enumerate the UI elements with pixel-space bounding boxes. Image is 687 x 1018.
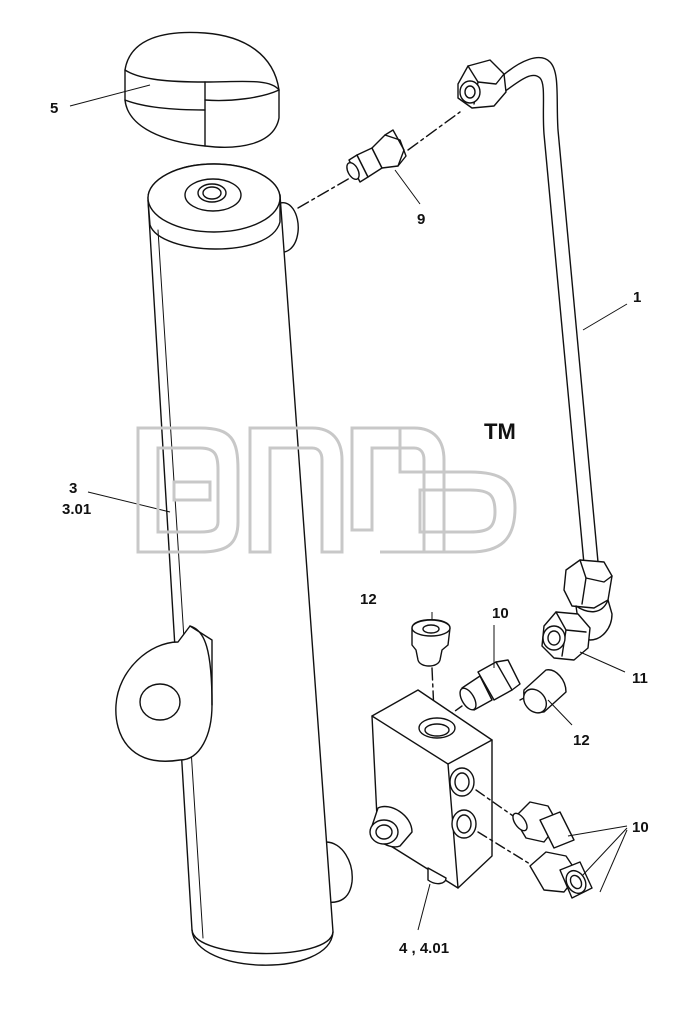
- callout-3: 3: [69, 480, 77, 497]
- watermark-letter-1-inner: [156, 446, 220, 534]
- part-12-plug-side: [522, 669, 567, 714]
- watermark: TM: [136, 419, 517, 554]
- callout-4-4-01: 4 , 4.01: [399, 940, 449, 957]
- callout-labels: 5 1 9 3 3.01 12 10 11 12 10 4 , 4.01: [50, 100, 649, 957]
- callout-10-lower: 10: [632, 819, 649, 836]
- watermark-letter-3: [350, 426, 446, 554]
- callout-12-side: 12: [573, 732, 590, 749]
- callout-5: 5: [50, 100, 58, 117]
- watermark-letter-2: [248, 426, 344, 554]
- callout-11: 11: [632, 670, 648, 687]
- callout-10-upper: 10: [492, 605, 509, 622]
- watermark-trademark: TM: [484, 419, 516, 444]
- part-1-pipe: [457, 57, 613, 661]
- callout-12-top: 12: [360, 591, 377, 608]
- watermark-letter-1-bar: [172, 480, 212, 502]
- leader-lines: [69, 84, 628, 931]
- part-10-fitting-lower-b: [529, 851, 593, 899]
- callout-3-01: 3.01: [62, 501, 91, 518]
- part-9-fitting: [297, 111, 461, 209]
- watermark-letter-4: [380, 428, 517, 554]
- callout-1: 1: [633, 289, 641, 306]
- part-10-fitting-lower-a: [512, 801, 575, 849]
- callout-9: 9: [417, 211, 425, 228]
- part-12-plug-top: [411, 619, 451, 713]
- part-4-valve-block: [369, 689, 531, 889]
- part-3-cylinder-body: [115, 163, 353, 966]
- part-5-end-cap: [124, 31, 280, 148]
- watermark-letter-4-inner: [418, 488, 497, 534]
- part-10-fitting-upper: [447, 659, 533, 717]
- watermark-letter-1: [136, 426, 240, 554]
